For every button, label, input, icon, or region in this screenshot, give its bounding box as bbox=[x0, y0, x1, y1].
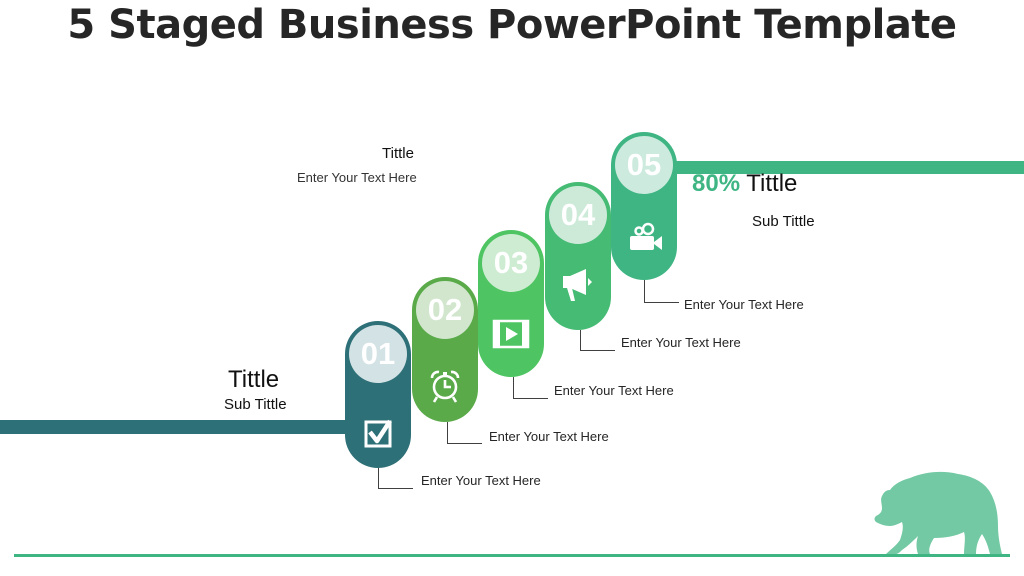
stage-1-label: Enter Your Text Here bbox=[421, 473, 541, 488]
stage-2-pill: 02 bbox=[412, 277, 478, 422]
right-percent: 80% bbox=[692, 170, 741, 197]
stage-2-label: Enter Your Text Here bbox=[489, 429, 609, 444]
stage-4-number: 04 bbox=[549, 186, 607, 244]
stage-2-number: 02 bbox=[416, 281, 474, 339]
stage-1-number: 01 bbox=[349, 325, 407, 383]
stage-1-pill: 01 bbox=[345, 321, 411, 468]
stage-5-number: 05 bbox=[615, 136, 673, 194]
video-film-icon bbox=[492, 319, 530, 349]
slide-title: 5 Staged Business PowerPoint Template bbox=[67, 2, 957, 48]
connector-2 bbox=[447, 422, 482, 444]
stage-3-pill: 03 bbox=[478, 230, 544, 377]
connector-1 bbox=[378, 468, 413, 489]
stage-4-pill: 04 bbox=[545, 182, 611, 330]
stage-4-label: Enter Your Text Here bbox=[621, 335, 741, 350]
movie-camera-icon bbox=[630, 222, 662, 250]
connector-3 bbox=[513, 377, 548, 399]
connector-5 bbox=[644, 280, 679, 303]
stage-5-label: Enter Your Text Here bbox=[684, 297, 804, 312]
alarm-clock-icon bbox=[430, 370, 460, 403]
stage-3-number: 03 bbox=[482, 234, 540, 292]
bottom-line bbox=[14, 554, 1010, 557]
connector-4 bbox=[580, 330, 615, 351]
top-left-title: Tittle bbox=[382, 145, 414, 162]
checkbox-icon bbox=[364, 419, 392, 448]
left-subtitle: Sub Tittle bbox=[224, 396, 287, 413]
right-title-text: Tittle bbox=[746, 170, 798, 197]
right-subtitle: Sub Tittle bbox=[752, 213, 815, 230]
megaphone-icon bbox=[563, 269, 592, 301]
stage-5-pill: 05 bbox=[611, 132, 677, 280]
top-left-text: Enter Your Text Here bbox=[297, 170, 417, 185]
left-title: Tittle bbox=[228, 366, 280, 393]
stage-3-label: Enter Your Text Here bbox=[554, 383, 674, 398]
right-bar bbox=[660, 161, 1024, 174]
left-bar bbox=[0, 420, 360, 434]
right-title: 80% Tittle bbox=[692, 170, 797, 198]
bear-icon bbox=[874, 471, 1002, 554]
